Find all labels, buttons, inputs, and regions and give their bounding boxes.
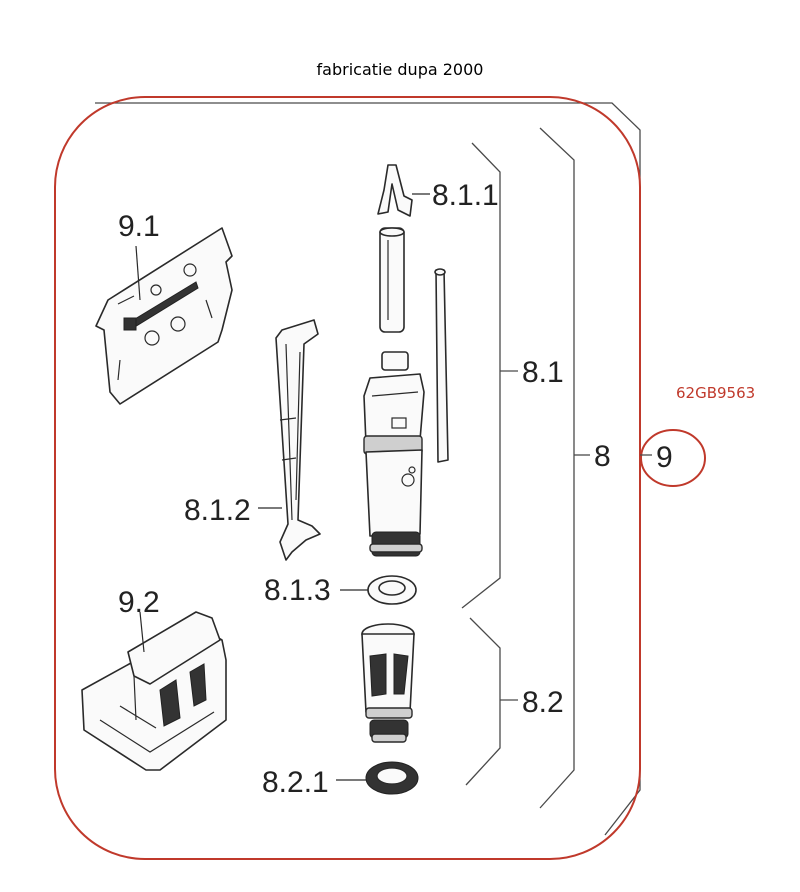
part-valve-body <box>363 351 425 557</box>
label-8-1-1: 8.1.1 <box>432 179 499 212</box>
bracket-8 <box>539 127 575 809</box>
label-8: 8 <box>594 440 611 473</box>
label-8-2-1: 8.2.1 <box>262 766 329 799</box>
label-8-1-3: 8.1.3 <box>264 574 331 607</box>
part-8-1-3-washer <box>340 575 417 605</box>
label-9: 9 <box>656 441 673 474</box>
part-8-2-cage <box>361 623 415 743</box>
part-9-1-mounting-plate <box>95 227 233 405</box>
label-8-2: 8.2 <box>522 686 564 719</box>
part-8-1-1-clip <box>377 164 430 217</box>
outer-frame <box>95 102 641 836</box>
diagram-caption: fabricatie dupa 2000 <box>316 60 484 79</box>
part-8-2-1-seal <box>336 761 419 795</box>
part-side-rod <box>434 268 449 463</box>
product-code: 62GB9563 <box>676 384 756 402</box>
bracket-8-1 <box>461 142 501 609</box>
highlight-circle <box>640 429 706 487</box>
bracket-8-2 <box>465 617 501 786</box>
highlight-frame <box>54 96 641 860</box>
label-9-2: 9.2 <box>118 586 160 619</box>
label-8-1-2: 8.1.2 <box>184 494 251 527</box>
part-rod <box>379 227 405 333</box>
part-9-2-bracket <box>81 611 227 771</box>
part-8-1-2-lever <box>258 319 321 561</box>
label-9-1: 9.1 <box>118 210 160 243</box>
label-8-1: 8.1 <box>522 356 564 389</box>
